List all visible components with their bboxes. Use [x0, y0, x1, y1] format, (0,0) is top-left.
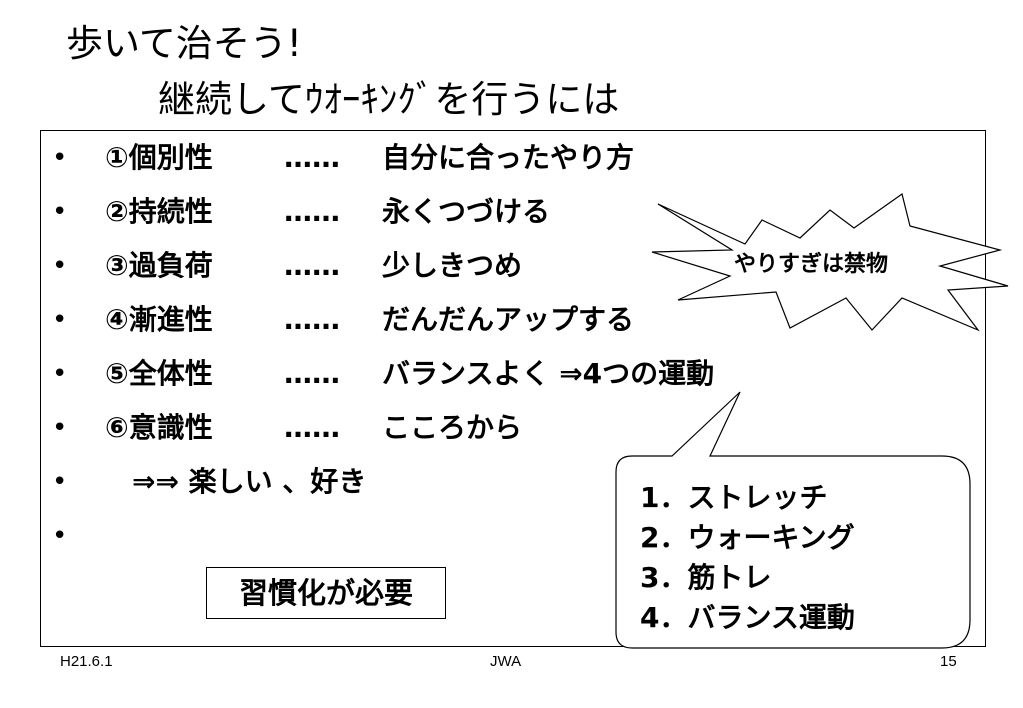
bullet-dot: •: [52, 305, 68, 335]
ellipsis: ……: [284, 303, 340, 336]
principle-meaning: 永くつづける: [382, 195, 551, 228]
principle-label: ②持続性: [105, 195, 213, 228]
content-frame: [40, 130, 986, 647]
enjoy-line: ⇒⇒ 楽しい 、好き: [132, 465, 367, 498]
slide-subtitle: 継続してｳｵｰｷﾝｸﾞを行うには: [158, 78, 620, 121]
list-item: 4．バランス運動: [640, 601, 855, 634]
principle-meaning: こころから: [382, 411, 523, 444]
list-item: 1．ストレッチ: [640, 481, 828, 514]
principle-meaning: バランスよく ⇒4つの運動: [382, 357, 715, 390]
bullet-dot: •: [52, 413, 68, 443]
principle-label: ③過負荷: [105, 249, 213, 282]
page-number: 15: [940, 653, 957, 670]
habit-box: 習慣化が必要: [206, 567, 446, 619]
ellipsis: ……: [284, 411, 340, 444]
principle-meaning: だんだんアップする: [382, 303, 635, 336]
principle-meaning: 少しきつめ: [382, 249, 523, 282]
bullet-dot: •: [52, 197, 68, 227]
exercise-list: 1．ストレッチ 2．ウォーキング 3．筋トレ 4．バランス運動: [640, 478, 855, 638]
list-item: 3．筋トレ: [640, 561, 772, 594]
exercise-callout-shape: [615, 391, 971, 649]
footer-organization: JWA: [490, 653, 522, 670]
principle-label: ④漸進性: [105, 303, 213, 336]
principle-meaning: 自分に合ったやり方: [382, 141, 635, 174]
footer-date: H21.6.1: [60, 653, 113, 670]
ellipsis: ……: [284, 195, 340, 228]
principle-label: ⑥意識性: [105, 411, 213, 444]
ellipsis: ……: [284, 357, 340, 390]
ellipsis: ……: [284, 249, 340, 282]
bullet-dot: •: [52, 359, 68, 389]
bullet-dot: •: [52, 143, 68, 173]
ellipsis: ……: [284, 141, 340, 174]
slide-title: 歩いて治そう!: [66, 22, 302, 65]
warning-burst-shape: [651, 193, 1009, 332]
bullet-dot: •: [52, 251, 68, 281]
warning-burst-text: やりすぎは禁物: [734, 252, 889, 277]
list-item: 2．ウォーキング: [640, 521, 855, 554]
principle-label: ①個別性: [105, 141, 213, 174]
bullet-dot: •: [52, 467, 68, 497]
principle-label: ⑤全体性: [105, 357, 213, 390]
bullet-dot: •: [52, 521, 68, 551]
